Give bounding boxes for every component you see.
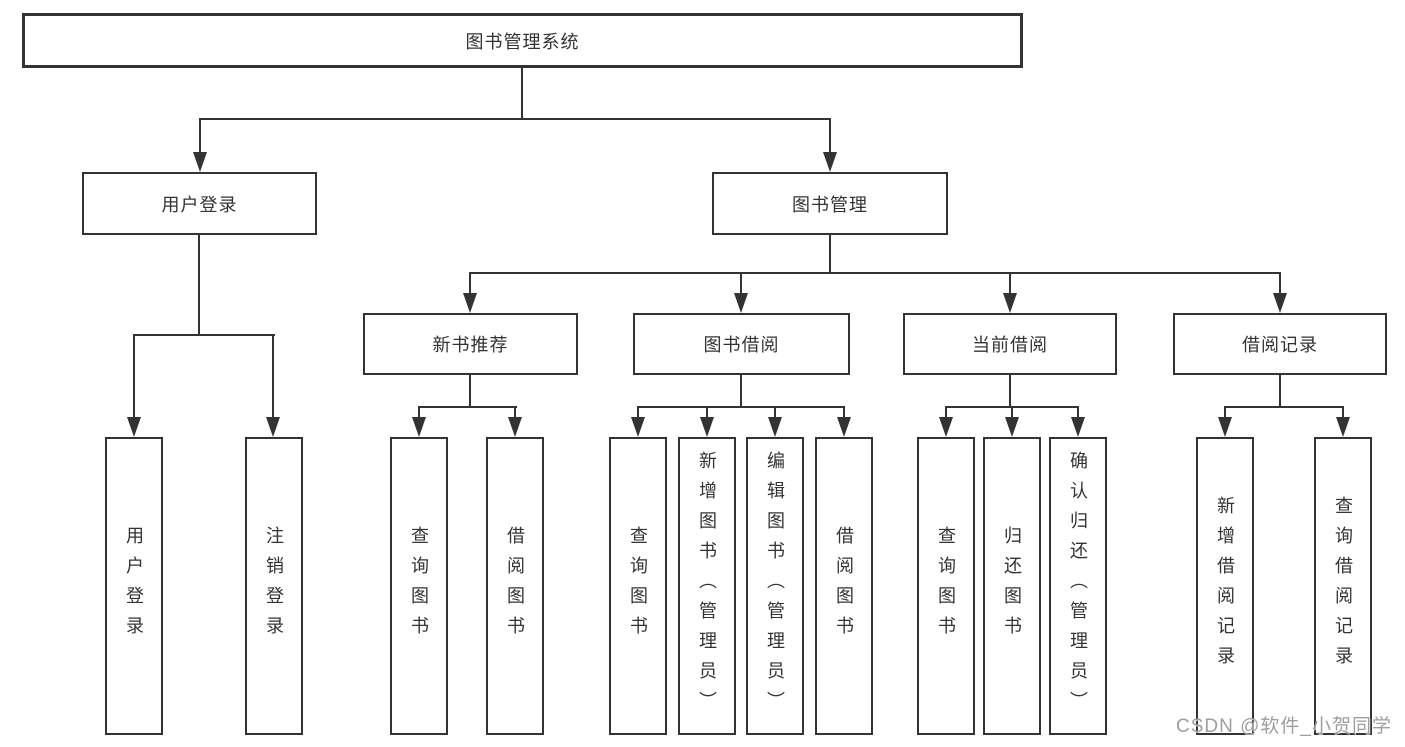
connector-line [133, 334, 135, 419]
arrowhead-down-icon [127, 417, 141, 437]
node-user-login-label: 用户登录 [161, 194, 238, 215]
leaf-current-confirm-return-admin-label: 确认归还（管理员） [1068, 451, 1088, 721]
node-book-borrow: 图书借阅 [633, 313, 850, 375]
arrowhead-down-icon [734, 293, 748, 313]
connector-line [272, 334, 274, 419]
leaf-newbooks-query-books: 查询图书 [390, 437, 448, 735]
arrowhead-down-icon [463, 293, 477, 313]
node-current-borrow-label: 当前借阅 [972, 335, 1048, 355]
arrowhead-down-icon [1273, 293, 1287, 313]
node-book-borrow-label: 图书借阅 [703, 335, 780, 355]
leaf-current-return-books: 归还图书 [983, 437, 1041, 735]
leaf-current-query-books: 查询图书 [917, 437, 975, 735]
leaf-logout: 注销登录 [245, 437, 303, 735]
connector-line [521, 68, 523, 120]
connector-line [1011, 406, 1013, 419]
arrowhead-down-icon [193, 152, 207, 172]
node-borrow-records: 借阅记录 [1173, 313, 1387, 375]
arrowhead-down-icon [823, 152, 837, 172]
leaf-borrow-borrow-books: 借阅图书 [815, 437, 873, 735]
arrowhead-down-icon [939, 417, 953, 437]
connector-line [829, 235, 831, 274]
leaf-borrow-add-books-admin: 新增图书（管理员） [678, 437, 736, 735]
connector-line [198, 235, 200, 336]
leaf-user-login-label: 用户登录 [124, 526, 144, 646]
connector-line [133, 334, 275, 336]
leaf-records-add-record: 新增借阅记录 [1196, 437, 1254, 735]
leaf-current-confirm-return-admin: 确认归还（管理员） [1049, 437, 1107, 735]
arrowhead-down-icon [700, 417, 714, 437]
connector-line [637, 406, 845, 408]
connector-line [469, 375, 471, 408]
connector-line [945, 406, 947, 419]
node-book-management: 图书管理 [712, 172, 948, 235]
connector-line [1224, 406, 1344, 408]
leaf-records-add-record-label: 新增借阅记录 [1215, 496, 1235, 676]
arrowhead-down-icon [837, 417, 851, 437]
arrowhead-down-icon [266, 417, 280, 437]
connector-line [637, 406, 639, 419]
arrowhead-down-icon [508, 417, 522, 437]
leaf-borrow-edit-books-admin: 编辑图书（管理员） [746, 437, 804, 735]
connector-line [706, 406, 708, 419]
leaf-logout-label: 注销登录 [264, 526, 284, 646]
leaf-borrow-add-books-admin-label: 新增图书（管理员） [697, 451, 717, 721]
connector-line [1342, 406, 1344, 419]
node-root-label: 图书管理系统 [465, 31, 580, 52]
csdn-watermark: CSDN @软件_小贺同学 [1176, 716, 1392, 737]
connector-line [1279, 375, 1281, 408]
node-root: 图书管理系统 [22, 13, 1023, 68]
leaf-current-query-books-label: 查询图书 [936, 526, 956, 646]
connector-line [469, 272, 1281, 274]
connector-line [843, 406, 845, 419]
leaf-borrow-query-books-label: 查询图书 [628, 526, 648, 646]
connector-line [740, 272, 742, 295]
connector-line [829, 118, 831, 154]
connector-line [740, 375, 742, 408]
connector-line [199, 118, 201, 154]
arrowhead-down-icon [1071, 417, 1085, 437]
node-current-borrow: 当前借阅 [903, 313, 1117, 375]
connector-line [199, 118, 831, 120]
leaf-newbooks-borrow-books-label: 借阅图书 [505, 526, 525, 646]
connector-line [418, 406, 420, 419]
arrowhead-down-icon [768, 417, 782, 437]
connector-line [418, 406, 517, 408]
connector-line [1009, 272, 1011, 295]
leaf-current-return-books-label: 归还图书 [1002, 526, 1022, 646]
connector-line [1224, 406, 1226, 419]
leaf-newbooks-borrow-books: 借阅图书 [486, 437, 544, 735]
arrowhead-down-icon [1218, 417, 1232, 437]
leaf-borrow-edit-books-admin-label: 编辑图书（管理员） [765, 451, 785, 721]
node-user-login: 用户登录 [82, 172, 317, 235]
leaf-user-login: 用户登录 [105, 437, 163, 735]
node-new-book-recommend: 新书推荐 [363, 313, 578, 375]
arrowhead-down-icon [412, 417, 426, 437]
leaf-records-query-record: 查询借阅记录 [1314, 437, 1372, 735]
connector-line [1009, 375, 1011, 408]
connector-line [514, 406, 516, 419]
node-new-book-recommend-label: 新书推荐 [432, 335, 509, 355]
connector-line [1279, 272, 1281, 295]
node-book-management-label: 图书管理 [792, 194, 868, 215]
arrowhead-down-icon [1005, 417, 1019, 437]
leaf-borrow-borrow-books-label: 借阅图书 [834, 526, 854, 646]
arrowhead-down-icon [1336, 417, 1350, 437]
arrowhead-down-icon [1003, 293, 1017, 313]
leaf-borrow-query-books: 查询图书 [609, 437, 667, 735]
arrowhead-down-icon [631, 417, 645, 437]
connector-line [469, 272, 471, 295]
connector-line [1077, 406, 1079, 419]
leaf-newbooks-query-books-label: 查询图书 [409, 526, 429, 646]
node-borrow-records-label: 借阅记录 [1242, 335, 1318, 355]
leaf-records-query-record-label: 查询借阅记录 [1333, 496, 1353, 676]
connector-line [774, 406, 776, 419]
